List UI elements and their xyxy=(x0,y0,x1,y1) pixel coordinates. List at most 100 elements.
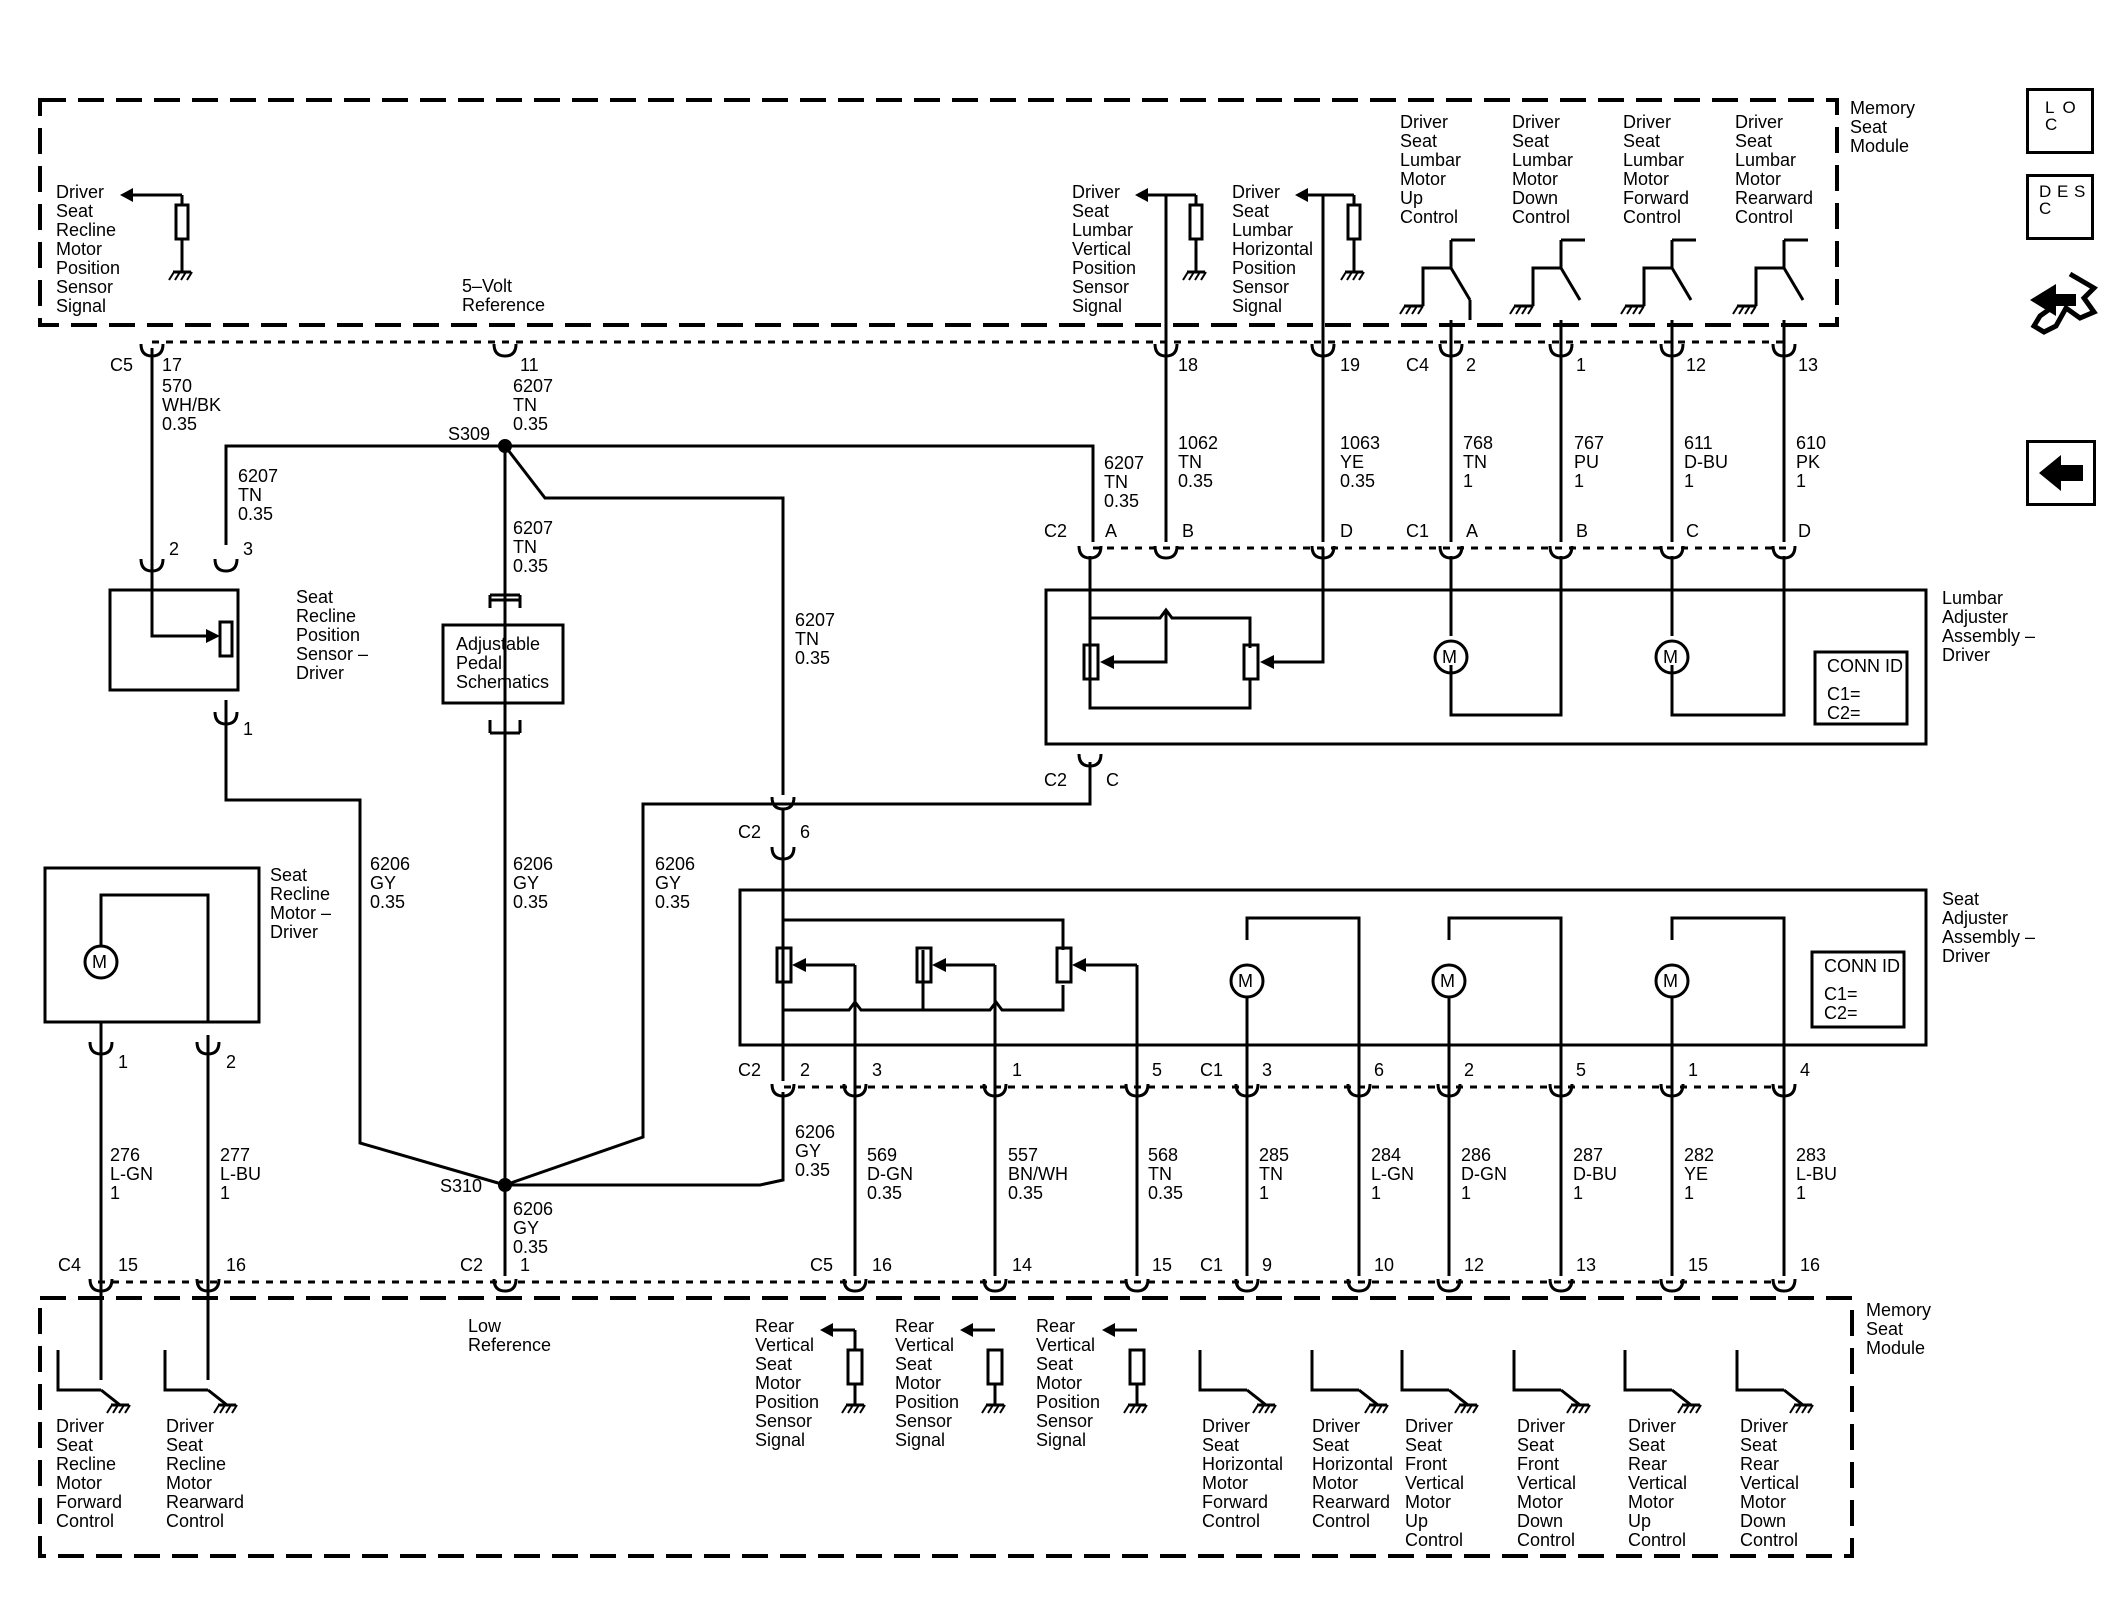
desc-icon[interactable]: D E S C xyxy=(2026,174,2094,240)
svg-text:M: M xyxy=(1663,971,1678,991)
pin-bot-c1-13: 13 xyxy=(1576,1255,1596,1275)
pin-seat-1: 1 xyxy=(1012,1060,1022,1080)
svg-text:M: M xyxy=(1663,647,1678,667)
pin-bot-15: 15 xyxy=(118,1255,138,1275)
conn-bot-c4: C4 xyxy=(58,1255,81,1275)
pin-seat-c1-5: 5 xyxy=(1576,1060,1586,1080)
lumbar-conn-id-box xyxy=(1813,650,1909,726)
service-tool-icon[interactable] xyxy=(2026,268,2099,338)
pin-sensor-1: 1 xyxy=(243,719,253,739)
pin-bot-c1-12: 12 xyxy=(1464,1255,1484,1275)
pin-seat-5: 5 xyxy=(1152,1060,1162,1080)
pin-seat-c1-6: 6 xyxy=(1374,1060,1384,1080)
seat-conn-id-box xyxy=(1810,950,1906,1029)
loc-icon[interactable]: L O C xyxy=(2026,88,2094,154)
pin-top-19: 19 xyxy=(1340,355,1360,375)
svg-text:M: M xyxy=(1442,647,1457,667)
conn-c2-6: C2 xyxy=(738,822,761,842)
seat-conn-id-values: C1=C2= xyxy=(1824,984,1858,1023)
seat-adjuster-box xyxy=(738,888,1928,1047)
s309-label: S309 xyxy=(448,424,490,444)
bottom-switches xyxy=(56,1276,1815,1415)
pin-top-18: 18 xyxy=(1178,355,1198,375)
pin-lumbar-a1: A xyxy=(1466,521,1478,541)
conn-lumbar-c2b: C2 xyxy=(1044,770,1067,790)
svg-text:M: M xyxy=(1440,971,1455,991)
conn-lumbar-c1: C1 xyxy=(1406,521,1429,541)
svg-text:M: M xyxy=(92,952,107,972)
pedal-schematics-box xyxy=(441,623,565,705)
pin-bot-c1-10: 10 xyxy=(1374,1255,1394,1275)
conn-seat-c2: C2 xyxy=(738,1060,761,1080)
pin-motor-1: 1 xyxy=(118,1052,128,1072)
lumbar-adjuster-box xyxy=(1044,588,1928,746)
pin-top-11: 11 xyxy=(520,355,539,375)
pin-seat-c1-4: 4 xyxy=(1800,1060,1810,1080)
top-memory-seat-module-border xyxy=(38,98,1839,327)
wires xyxy=(99,195,1786,1276)
pin-sensor-3: 3 xyxy=(243,539,253,559)
recline-sensor-box xyxy=(108,588,240,692)
conn-bot-c1: C1 xyxy=(1200,1255,1223,1275)
pin-seat-c1-3: 3 xyxy=(1262,1060,1272,1080)
back-arrow-svg xyxy=(2039,455,2083,491)
service-tool-icon-svg xyxy=(2030,271,2099,335)
motors: M M M M M M xyxy=(83,639,1690,999)
pin-seat-2: 2 xyxy=(800,1060,810,1080)
bottom-memory-seat-module-border xyxy=(38,1296,1854,1558)
back-arrow-icon[interactable] xyxy=(2026,440,2096,506)
pin-top-2: 2 xyxy=(1466,355,1476,375)
resistors xyxy=(174,203,1362,1386)
recline-motor-box xyxy=(43,866,261,1024)
pin-bot-1: 1 xyxy=(520,1255,530,1275)
pin-seat-c1-1: 1 xyxy=(1688,1060,1698,1080)
splice-s309 xyxy=(498,439,512,453)
svg-text:M: M xyxy=(1238,971,1253,991)
pin-top-17: 17 xyxy=(162,355,182,375)
connector-pins xyxy=(88,342,1797,1293)
s310-label: S310 xyxy=(440,1176,482,1196)
